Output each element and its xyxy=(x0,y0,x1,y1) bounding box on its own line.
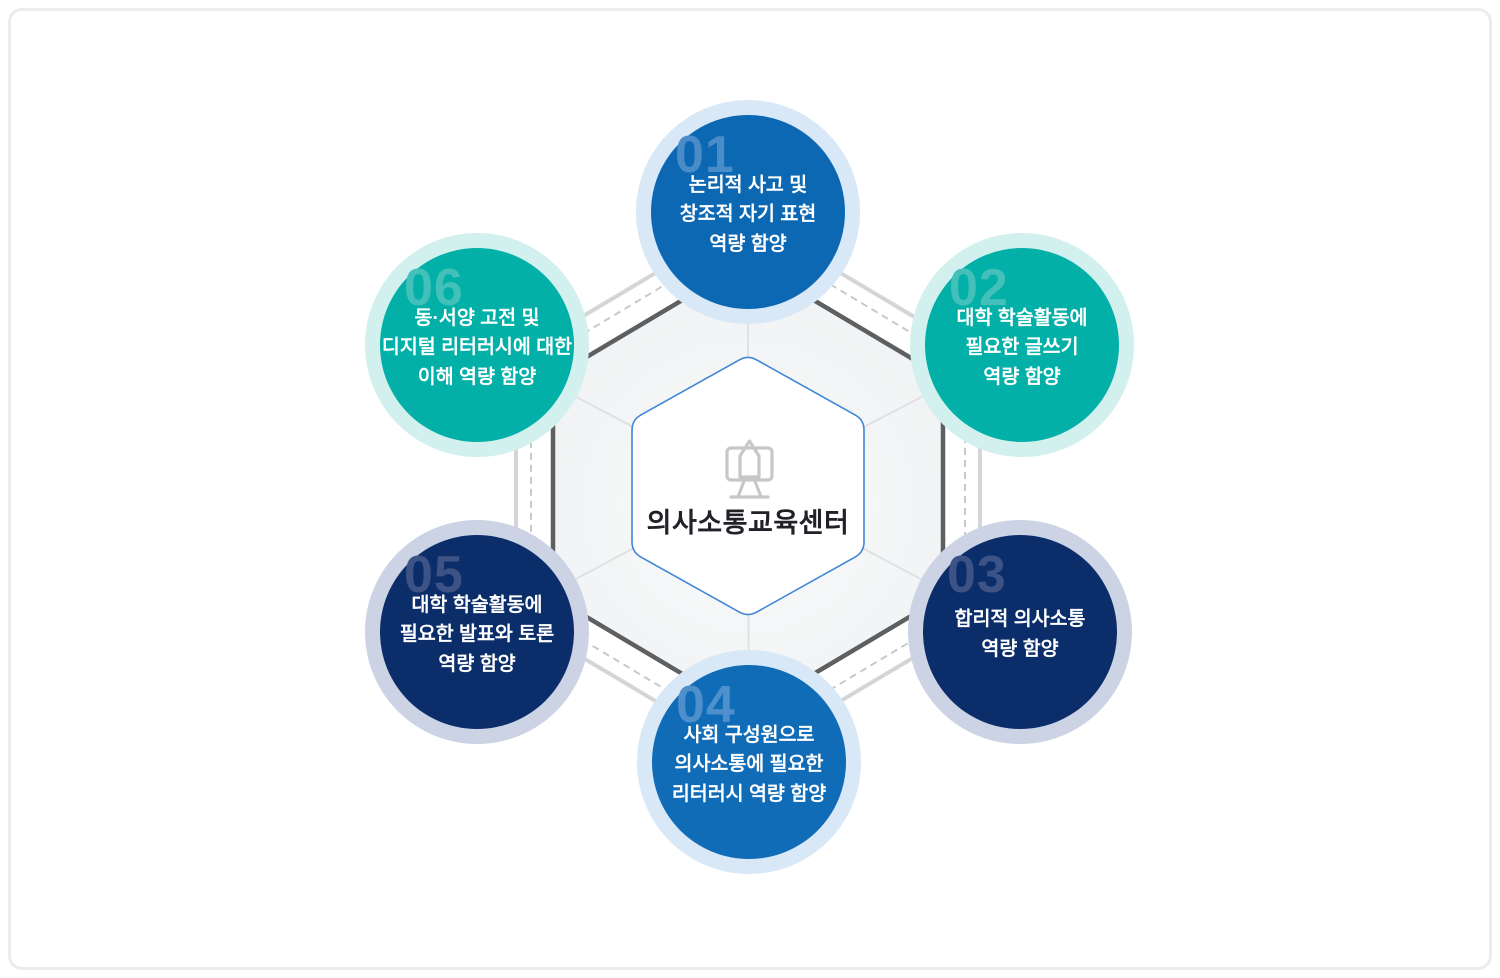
node-01-label: 논리적 사고 및 창조적 자기 표현 역량 함양 xyxy=(679,173,817,255)
node-05-number: 05 xyxy=(404,546,464,604)
node-03-label: 합리적 의사소통 역량 함양 xyxy=(954,608,1086,660)
node-02-circle: 02 대학 학술활동에 필요한 글쓰기 역량 함양 xyxy=(925,248,1119,442)
node-05-label: 대학 학술활동에 필요한 발표와 토론 역량 함양 xyxy=(399,593,555,675)
center-hexagon-shape xyxy=(631,356,865,616)
center-title: 의사소통교육센터 xyxy=(646,508,850,538)
node-06-label: 동·서양 고전 및 디지털 리터러시에 대한 이해 역량 함양 xyxy=(381,306,573,388)
node-03-number: 03 xyxy=(947,546,1007,604)
node-06-circle: 06 동·서양 고전 및 디지털 리터러시에 대한 이해 역량 함양 xyxy=(380,248,574,442)
node-02-number: 02 xyxy=(949,259,1009,317)
node-01-circle: 01 논리적 사고 및 창조적 자기 표현 역량 함양 xyxy=(651,115,845,309)
node-04-number: 04 xyxy=(676,676,736,734)
node-01-number: 01 xyxy=(675,126,735,184)
node-03-circle: 03 합리적 의사소통 역량 함양 xyxy=(923,535,1117,729)
node-04-circle: 04 사회 구성원으로 의사소통에 필요한 리터러시 역량 함양 xyxy=(652,665,846,859)
node-04-label: 사회 구성원으로 의사소통에 필요한 리터러시 역량 함양 xyxy=(671,723,827,805)
monitor-pencil-icon xyxy=(725,439,774,499)
node-05-circle: 05 대학 학술활동에 필요한 발표와 토론 역량 함양 xyxy=(380,535,574,729)
node-02-label: 대학 학술활동에 필요한 글쓰기 역량 함양 xyxy=(956,306,1088,388)
node-06-number: 06 xyxy=(404,259,464,317)
